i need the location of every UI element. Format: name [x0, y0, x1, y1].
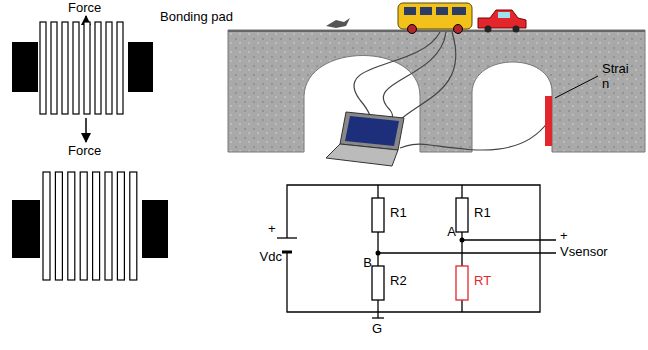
bonding-pad [12, 42, 38, 92]
polarity-mark: + [560, 229, 568, 244]
ground-symbol [372, 317, 384, 318]
gauge-strip [117, 22, 123, 114]
signal-name: Vdc [260, 250, 282, 265]
gauge-strip [73, 22, 79, 114]
resistor-label: R1 [390, 206, 407, 221]
junction-dot [376, 251, 381, 256]
resistor-label: R1 [474, 206, 491, 221]
gauge-strip [106, 22, 112, 114]
force-arrow [85, 118, 87, 142]
gauge-strip [80, 172, 87, 280]
gauge-strip [84, 22, 90, 114]
gauge-strip [130, 172, 137, 280]
wire [462, 239, 556, 240]
laptop [326, 112, 404, 166]
resistor-label: RT [474, 274, 491, 289]
part-label: Bonding pad [160, 10, 233, 25]
gauge-strip [62, 22, 68, 114]
force-label: Force [68, 1, 101, 16]
road [228, 30, 645, 32]
gauge-stretched [12, 172, 168, 280]
junction-dot [460, 238, 465, 243]
wire [286, 252, 287, 258]
gauge-strip [51, 22, 57, 114]
resistor-label: R2 [390, 274, 407, 289]
gauge-grid [43, 172, 137, 280]
ground-label: G [372, 322, 382, 337]
resistor-symbol [456, 198, 468, 232]
gauge-strip [55, 172, 62, 280]
node-label: A [447, 225, 456, 240]
force-label: Force [68, 144, 101, 159]
gauge-strip [105, 172, 112, 280]
wire [378, 252, 556, 253]
bridge-scene [228, 3, 645, 166]
resistor-symbol [372, 198, 384, 232]
strain-gauge [545, 96, 552, 146]
wire [287, 185, 540, 312]
car [478, 10, 526, 33]
bus [398, 3, 472, 34]
gauge-strip [40, 22, 46, 114]
leader-line [555, 76, 598, 98]
small-vehicle [326, 18, 350, 28]
bonding-pad [12, 200, 40, 258]
bridge-circuit [277, 185, 556, 318]
bridge [228, 30, 645, 152]
gauge-strip [117, 172, 124, 280]
gauge-grid [40, 22, 123, 114]
resistor-symbol [456, 266, 468, 300]
resistor-symbol [372, 266, 384, 300]
polarity-mark: + [268, 222, 276, 237]
gauge-strip [68, 172, 75, 280]
bonding-pad [142, 200, 168, 258]
gauge-strip [93, 172, 100, 280]
signal-name: Vsensor [560, 245, 608, 260]
gauge-strip [43, 172, 50, 280]
gauge-strip [95, 22, 101, 114]
bonding-pad [128, 42, 153, 92]
gauge-relaxed [12, 16, 153, 142]
node-label: B [363, 256, 372, 271]
ground-symbol [377, 312, 378, 318]
part-label: Strai n [602, 62, 636, 92]
wire [286, 232, 287, 238]
